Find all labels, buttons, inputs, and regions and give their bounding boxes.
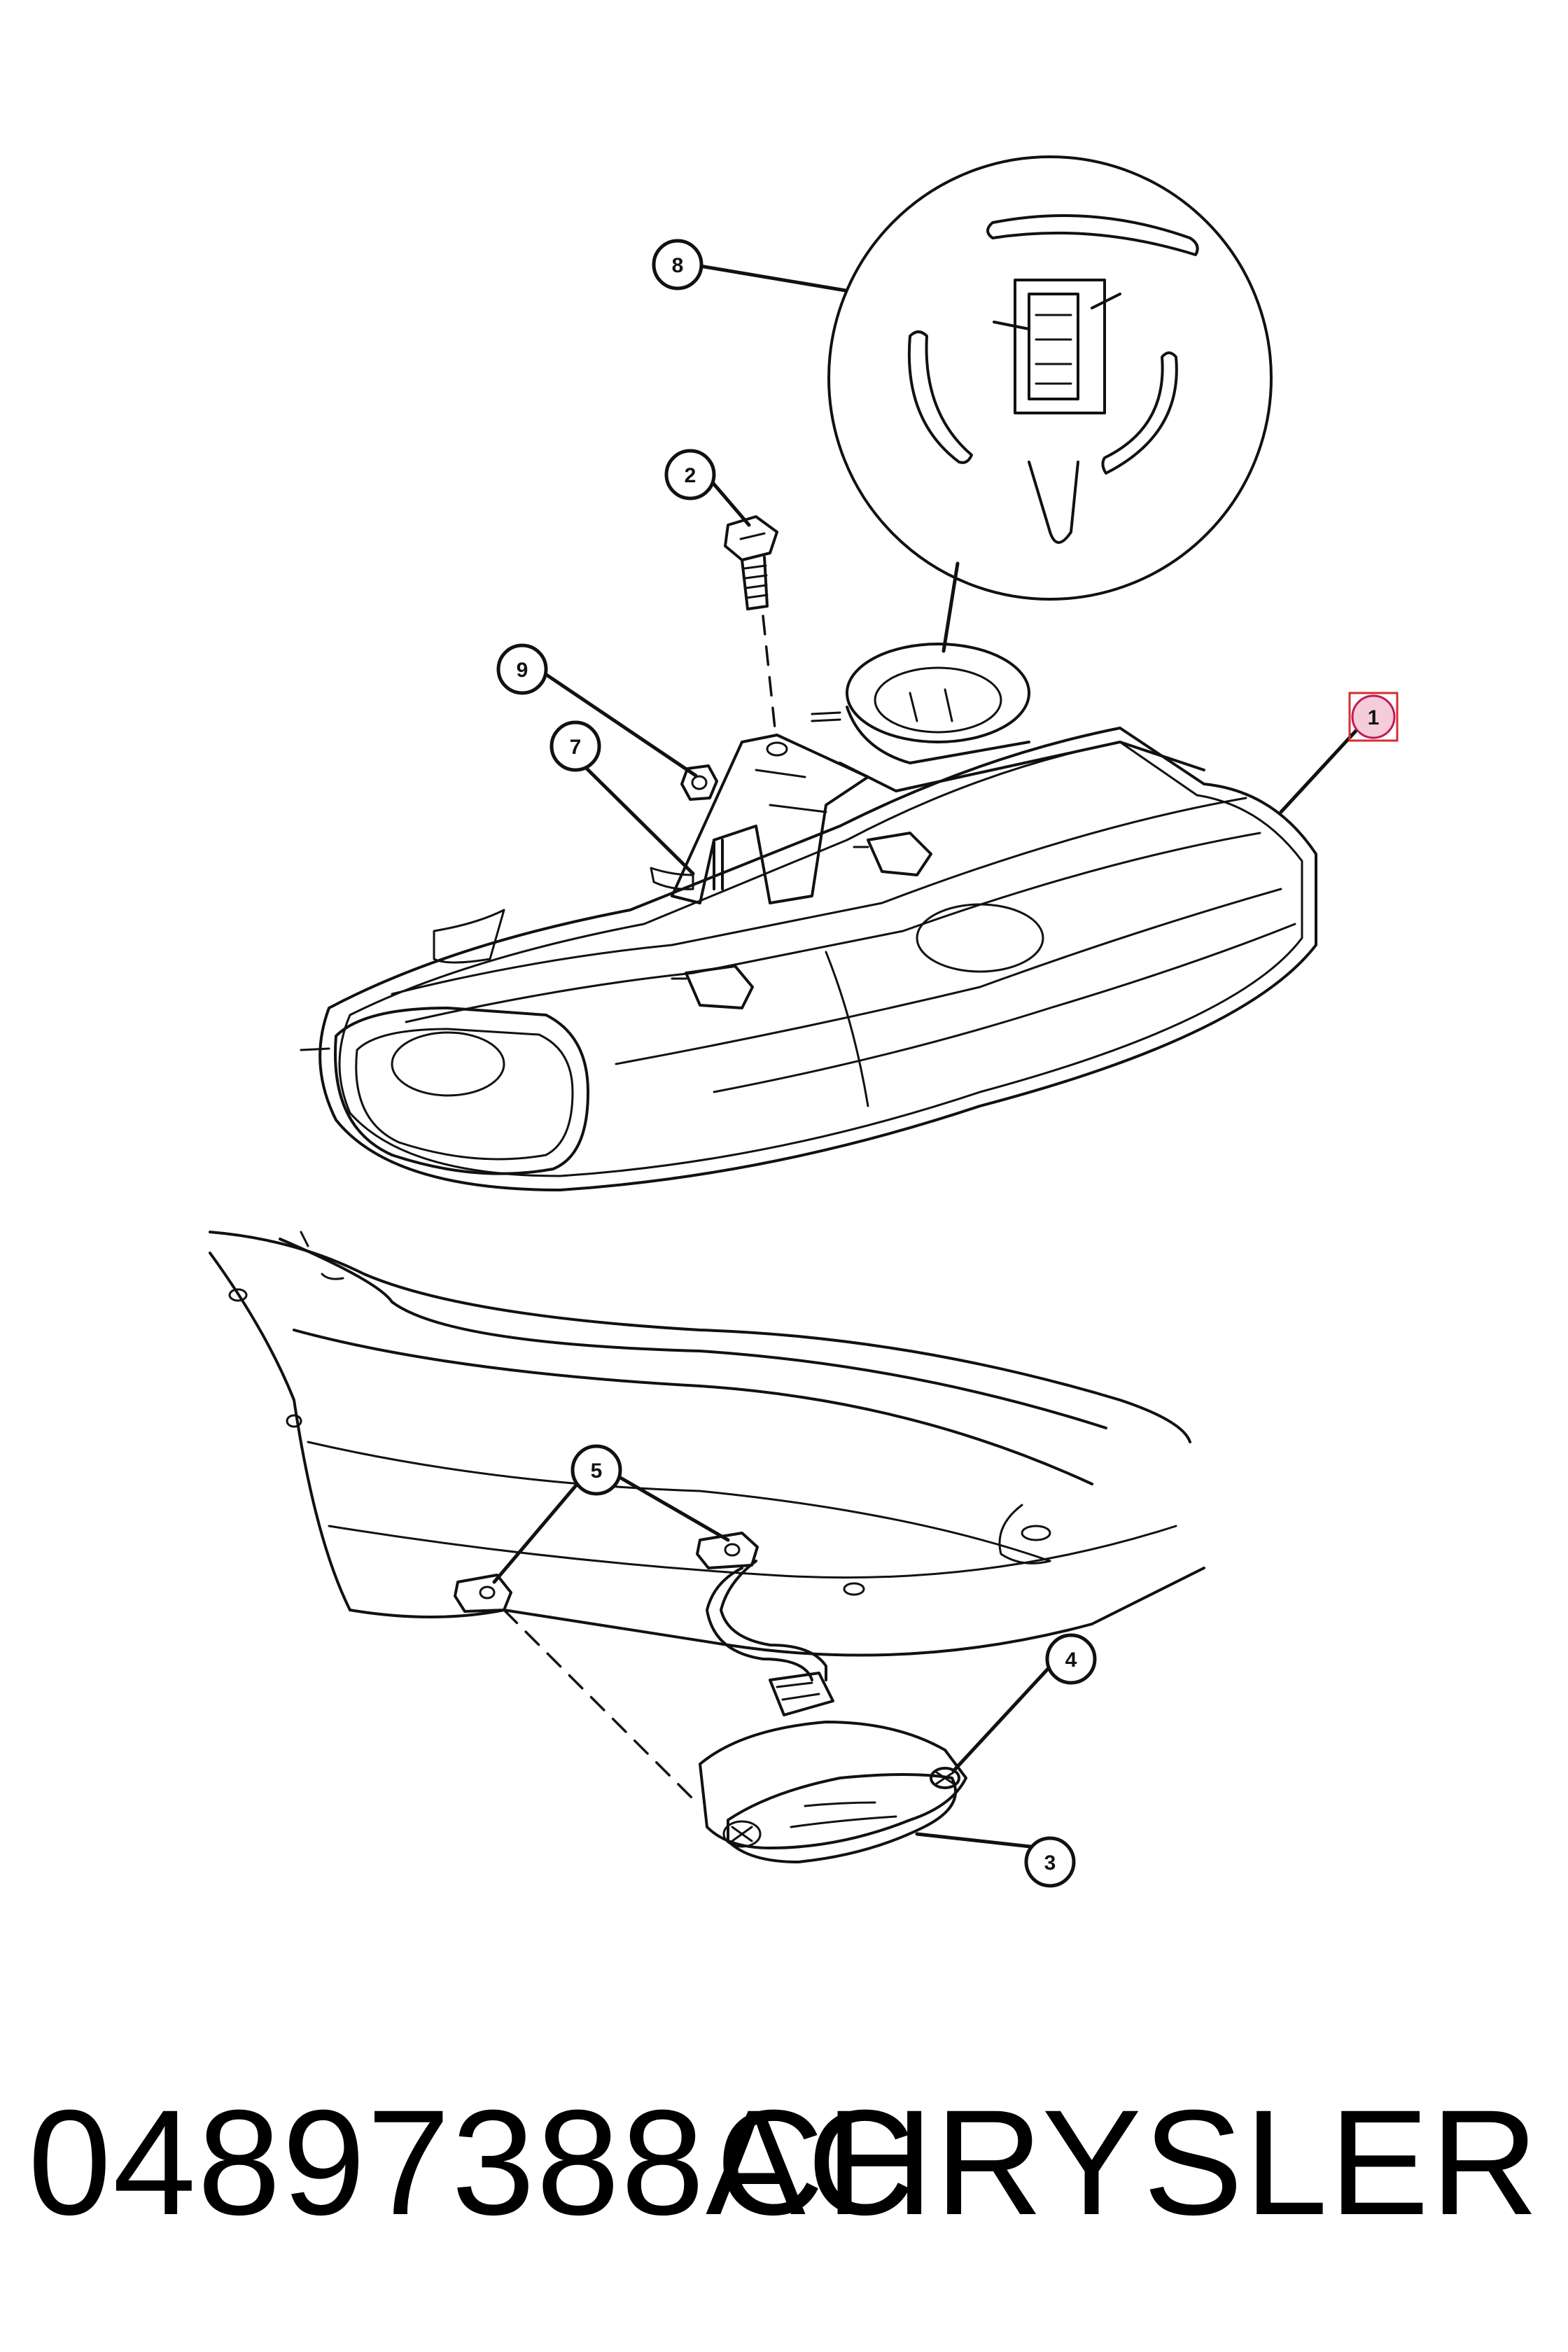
svg-text:4: 4	[1065, 1648, 1077, 1672]
svg-text:3: 3	[1044, 1851, 1056, 1875]
callout-4: 4	[1045, 1633, 1097, 1685]
footer: 04897388AC CHRYSLER	[28, 2072, 1540, 2254]
part-number: 04897388AC	[28, 2079, 917, 2246]
svg-text:7: 7	[570, 736, 582, 759]
callout-5: 5	[570, 1444, 622, 1496]
callout-2: 2	[664, 449, 716, 500]
clip-left	[454, 1574, 512, 1613]
bolt	[724, 515, 778, 610]
svg-text:5: 5	[591, 1460, 603, 1483]
callout-9: 9	[496, 643, 548, 695]
callout-1: 1	[1348, 692, 1399, 742]
clip-path	[503, 1609, 701, 1807]
detail-leader-line	[941, 561, 960, 653]
callout-7: 7	[550, 720, 601, 772]
wiring-harness	[706, 1560, 834, 1716]
callout-8: 8	[652, 239, 704, 290]
brand-name: CHRYSLER	[715, 2079, 1540, 2246]
callout-3: 3	[1024, 1836, 1076, 1888]
svg-text:1: 1	[1368, 706, 1380, 729]
svg-text:9: 9	[517, 659, 528, 682]
fog-lamp	[699, 1721, 967, 1863]
parts-diagram: 1 2 3 4 5 7 8 9	[209, 155, 1399, 1888]
svg-text:2: 2	[685, 464, 696, 487]
nut	[680, 764, 718, 801]
screw	[930, 1767, 960, 1789]
detail-view-8	[827, 155, 1273, 601]
bolt-path	[762, 615, 777, 736]
svg-text:8: 8	[672, 254, 684, 277]
headlamp-assembly	[300, 643, 1317, 1191]
front-fascia	[209, 1231, 1205, 1657]
leader-lines	[492, 264, 1367, 1850]
